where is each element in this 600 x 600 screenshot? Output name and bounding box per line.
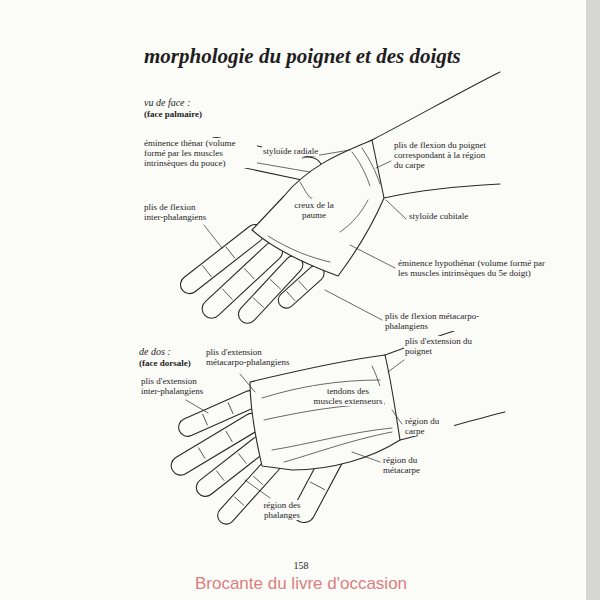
part-label: tendons des muscles extenseurs	[312, 386, 384, 406]
forearm-line	[400, 412, 505, 440]
palm-finger	[245, 269, 255, 279]
crease	[362, 148, 380, 184]
tendon	[264, 404, 384, 420]
leader-line	[204, 225, 222, 248]
tendon	[272, 428, 392, 450]
part-label: plis d'extension inter-phalangiens	[140, 376, 214, 396]
back-finger	[235, 497, 244, 505]
palm-finger	[270, 280, 280, 290]
leader-line	[352, 452, 380, 462]
page-number: 158	[280, 560, 322, 571]
leader-line	[240, 374, 255, 392]
part-label: éminence hypothénar (volume formé par le…	[397, 258, 549, 278]
back-finger	[226, 431, 232, 441]
palm-finger	[226, 247, 235, 258]
region-label: région du métacarpe	[382, 455, 442, 475]
view-heading: de dos :	[138, 346, 172, 357]
part-label: plis d'extension du poignet	[404, 336, 488, 356]
back-finger	[228, 403, 233, 414]
part-label: styloïde cubitale	[408, 211, 469, 221]
crease	[300, 182, 312, 198]
palm-finger	[287, 292, 295, 301]
leader-line	[186, 400, 208, 413]
region-label: région du carpe	[404, 416, 454, 436]
leader-line	[386, 200, 406, 219]
back-finger	[199, 448, 205, 458]
leader-line	[392, 410, 402, 424]
crease	[268, 236, 330, 262]
part-label: éminence thénar (volume formé par les mu…	[143, 138, 257, 168]
part-label: styloïde radiale	[262, 146, 319, 156]
back-finger	[253, 476, 262, 484]
palm-finger	[203, 266, 212, 277]
leader-line	[376, 161, 391, 168]
palm-finger	[223, 289, 233, 299]
palm-finger	[275, 262, 327, 311]
back-outline	[250, 355, 400, 470]
crease	[340, 200, 368, 232]
view-subheading: (face palmaire)	[143, 109, 203, 119]
forearm-line	[372, 72, 500, 140]
part-label: plis de flexion métacarpo-phalangiens	[384, 311, 490, 331]
view-heading: vu de face :	[143, 97, 191, 108]
back-thumb	[311, 482, 325, 490]
forearm-line	[384, 184, 500, 198]
leader-line	[388, 360, 404, 372]
region-label: région des phalanges	[258, 500, 306, 520]
palm-finger	[253, 298, 263, 308]
view-subheading: (face dorsale)	[138, 358, 192, 368]
part-label: creux de la paume	[288, 200, 340, 220]
back-finger	[203, 414, 208, 425]
palm-finger	[299, 281, 307, 290]
palm-finger	[275, 262, 327, 311]
back-finger	[239, 454, 246, 463]
tendon	[284, 432, 392, 462]
leader-line	[350, 245, 395, 268]
watermark: Brocante du livre d'occasion	[150, 574, 452, 593]
back-finger	[217, 471, 224, 480]
part-label: plis de flexion du poignet correspondant…	[393, 140, 495, 170]
leader-line	[325, 290, 382, 320]
part-label: plis d'extension métacarpo-phalangiens	[205, 347, 297, 367]
leader-line	[252, 162, 310, 172]
part-label: plis de flexion inter-phalangiens	[143, 202, 217, 222]
page-title: morphologie du poignet et des doigts	[143, 44, 565, 69]
leader-line	[245, 480, 270, 498]
palm-outline	[252, 140, 384, 276]
